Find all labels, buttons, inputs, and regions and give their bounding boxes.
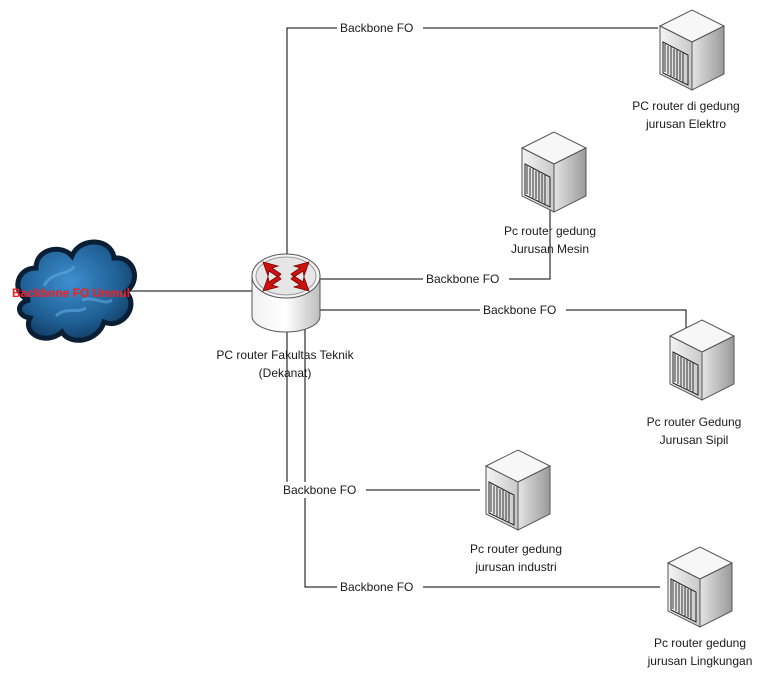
- node-sipil-line2: Jurusan Sipil: [660, 433, 729, 447]
- node-elektro-line1: PC router di gedung: [632, 99, 739, 113]
- wire-elektro: [286, 27, 658, 258]
- link-label-text: Backbone FO: [483, 303, 556, 317]
- link-label-elektro: Backbone FO: [337, 20, 423, 36]
- node-industri-line1: Pc router gedung: [470, 542, 562, 556]
- pc-icon-sipil: [669, 319, 735, 401]
- pc-icon-mesin: [521, 131, 587, 213]
- node-mesin-line1: Pc router gedung: [504, 224, 596, 238]
- node-elektro-line2: jurusan Elektro: [645, 117, 726, 131]
- link-label-text: Backbone FO: [426, 272, 499, 286]
- link-label-industri: Backbone FO: [280, 482, 366, 498]
- link-label-text: Backbone FO: [340, 580, 413, 594]
- link-label-text: Backbone FO: [283, 483, 356, 497]
- node-lingkungan-line2: jurusan Lingkungan: [647, 654, 753, 668]
- pc-icon-lingkungan: [667, 546, 733, 628]
- link-label-sipil: Backbone FO: [480, 302, 566, 318]
- wire-mesin: [316, 205, 551, 280]
- node-industri-line2: jurusan industri: [474, 560, 556, 574]
- router-label-line2: (Dekanat): [259, 366, 312, 380]
- cloud-label: Backbone FO Unmul: [12, 286, 130, 300]
- node-mesin-line2: Jurusan Mesin: [511, 242, 589, 256]
- link-label-text: Backbone FO: [340, 21, 413, 35]
- link-label-lingkungan: Backbone FO: [337, 579, 423, 595]
- wires: [120, 27, 687, 588]
- wire-lingkungan: [304, 325, 660, 588]
- link-label-mesin: Backbone FO: [423, 271, 509, 287]
- node-lingkungan-line1: Pc router gedung: [654, 636, 746, 650]
- wire-sipil: [320, 309, 687, 328]
- node-sipil-line1: Pc router Gedung: [647, 415, 742, 429]
- router-label-line1: PC router Fakultas Teknik: [216, 348, 354, 362]
- cloud-icon: [15, 239, 137, 343]
- router-icon: [251, 253, 321, 333]
- pc-icon-elektro: [659, 9, 725, 91]
- pc-icon-industri: [485, 449, 551, 531]
